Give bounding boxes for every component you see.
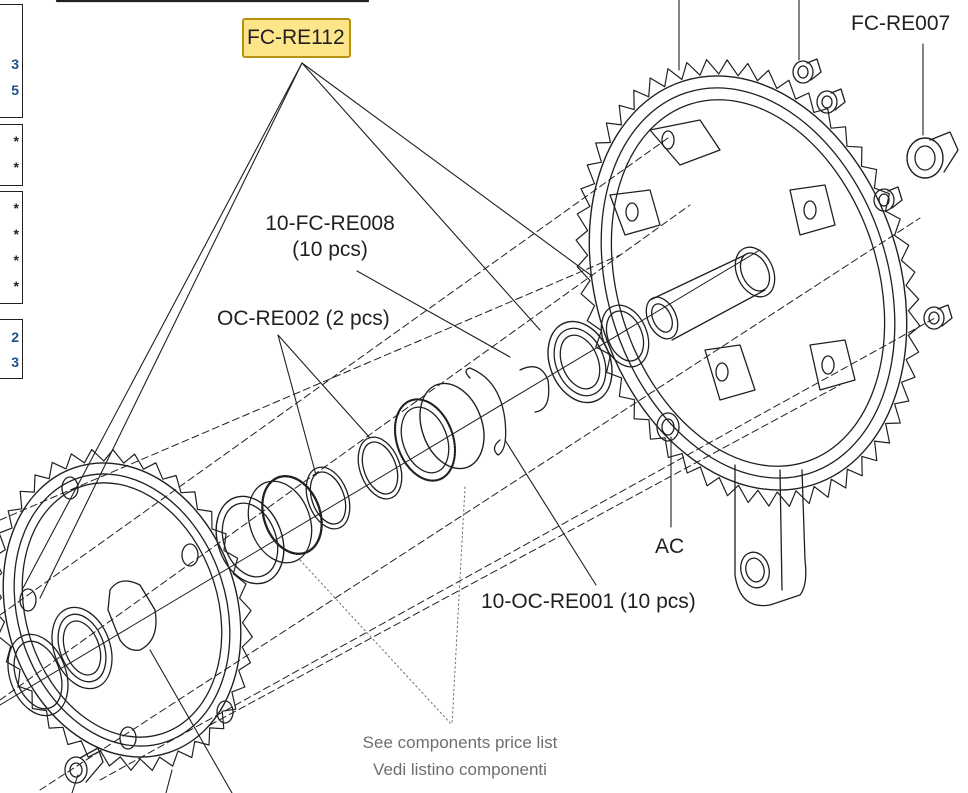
footnote: See components price list Vedi listino c…	[330, 729, 590, 783]
callout-ac: AC	[655, 535, 685, 558]
side-tab-2: * *	[0, 124, 23, 186]
leader-10-fc-re008	[356, 270, 511, 358]
side-tab-glyph: *	[13, 226, 19, 242]
side-tab-glyph: 3	[11, 56, 19, 72]
small-chainring	[0, 449, 253, 784]
side-tab-glyph: 3	[11, 354, 19, 370]
footnote-italian: Vedi listino componenti	[373, 760, 547, 779]
footnote-english: See components price list	[362, 733, 558, 752]
chainring-bolts	[792, 58, 953, 330]
crank-bolt	[906, 131, 959, 179]
leader-oc-re002-a	[277, 334, 317, 476]
leader-oc-re002-b	[277, 334, 371, 439]
side-tab-glyph: *	[13, 200, 19, 216]
side-tab-glyph: *	[13, 278, 19, 294]
callout-fc-re112: FC-RE112	[242, 18, 351, 58]
side-tab-glyph: *	[13, 159, 19, 175]
callout-oc-re002: OC-RE002 (2 pcs)	[217, 307, 390, 330]
side-tab-1: 3 5	[0, 4, 23, 118]
leader-bottom-2	[165, 769, 173, 793]
leader-bottom-1	[71, 774, 79, 793]
callout-10-fc-re008-line2: (10 pcs)	[292, 238, 368, 261]
side-tab-glyph: *	[13, 133, 19, 149]
large-chainring	[575, 59, 921, 607]
leader-lines-fc-re112	[21, 62, 593, 599]
callout-10-fc-re008: 10-FC-RE008 (10 pcs)	[252, 211, 408, 263]
callout-fc-re007: FC-RE007	[851, 12, 951, 35]
side-tab-4: 2 3	[0, 319, 23, 379]
callout-10-oc-re001: 10-OC-RE001 (10 pcs)	[481, 590, 696, 613]
side-tab-glyph: 2	[11, 329, 19, 345]
leader-bottom-3	[149, 649, 233, 793]
side-tab-glyph: *	[13, 252, 19, 268]
main-axis	[0, 249, 761, 706]
footnote-leaders	[299, 486, 466, 726]
assembly-axes	[0, 137, 936, 791]
leader-10-oc-re001	[504, 439, 597, 586]
side-tab-3: * * * *	[0, 191, 23, 304]
callout-10-fc-re008-line1: 10-FC-RE008	[265, 212, 395, 235]
bottom-bracket-parts	[215, 304, 680, 585]
side-tab-glyph: 5	[11, 82, 19, 98]
